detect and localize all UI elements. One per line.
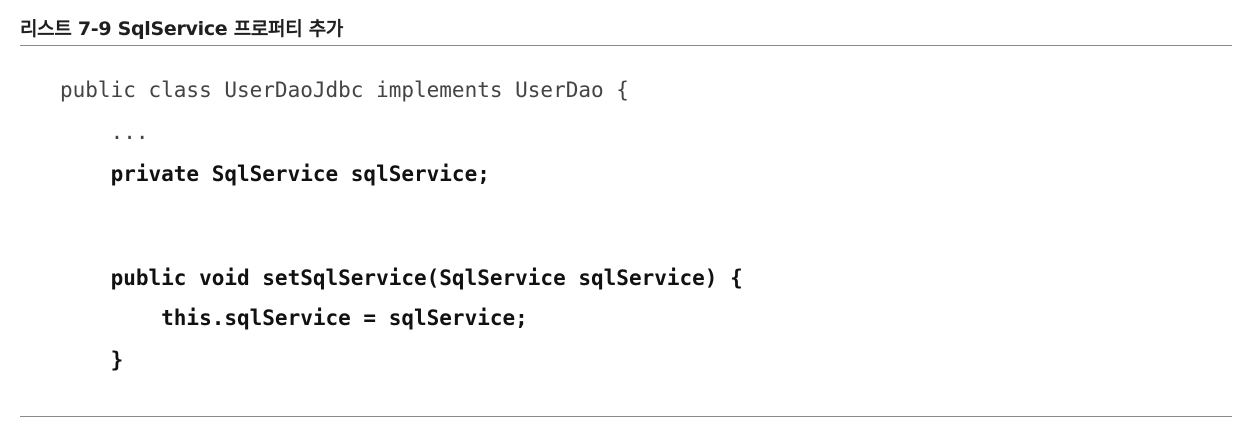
code-line-7: } <box>60 348 124 372</box>
listing-title: 리스트 7-9 SqlService 프로퍼티 추가 <box>20 18 344 40</box>
top-rule <box>20 45 1232 46</box>
code-line-5: public void setSqlService(SqlService sql… <box>60 266 743 290</box>
code-line-6: this.sqlService = sqlService; <box>60 306 528 330</box>
code-block: public class UserDaoJdbc implements User… <box>60 78 743 372</box>
code-line-1: public class UserDaoJdbc implements User… <box>60 78 629 102</box>
bottom-rule <box>20 416 1232 417</box>
code-line-2: ... <box>60 120 149 144</box>
code-line-3: private SqlService sqlService; <box>60 162 490 186</box>
